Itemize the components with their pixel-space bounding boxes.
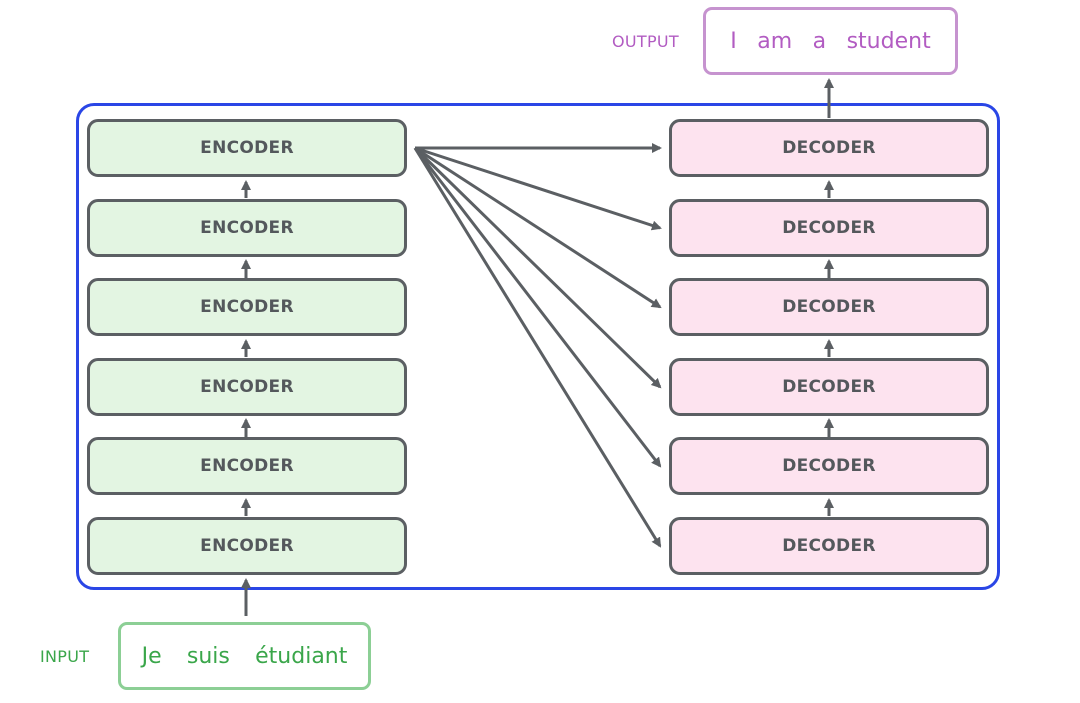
input-sentence-box: Je suis étudiant <box>118 622 371 690</box>
decoder-block: DECODER <box>669 358 989 416</box>
arrow-encoder-to-decoder <box>413 147 662 548</box>
input-label: INPUT <box>40 647 90 666</box>
arrow-encoder-to-decoder <box>414 146 662 309</box>
input-word: étudiant <box>255 643 348 669</box>
encoder-block: ENCODER <box>87 278 407 336</box>
decoder-block: DECODER <box>669 437 989 495</box>
output-word: a <box>812 28 827 54</box>
input-word: Je <box>141 643 162 669</box>
decoder-block: DECODER <box>669 278 989 336</box>
encoder-block: ENCODER <box>87 199 407 257</box>
encoder-block: ENCODER <box>87 437 407 495</box>
output-word: student <box>846 28 931 54</box>
arrow-encoder-to-decoder <box>414 146 662 231</box>
output-label: OUTPUT <box>612 32 680 51</box>
decoder-block: DECODER <box>669 119 989 177</box>
arrow-encoder-to-decoder <box>413 147 662 468</box>
output-word: I <box>730 28 737 54</box>
input-word: suis <box>186 643 230 669</box>
encoder-block: ENCODER <box>87 517 407 575</box>
encoder-block: ENCODER <box>87 119 407 177</box>
output-word: am <box>757 28 793 54</box>
encoder-decoder-frame <box>76 103 1000 590</box>
encoder-block: ENCODER <box>87 358 407 416</box>
arrow-encoder-to-decoder <box>413 146 662 389</box>
output-sentence-box: I am a student <box>703 7 958 75</box>
decoder-block: DECODER <box>669 199 989 257</box>
decoder-block: DECODER <box>669 517 989 575</box>
